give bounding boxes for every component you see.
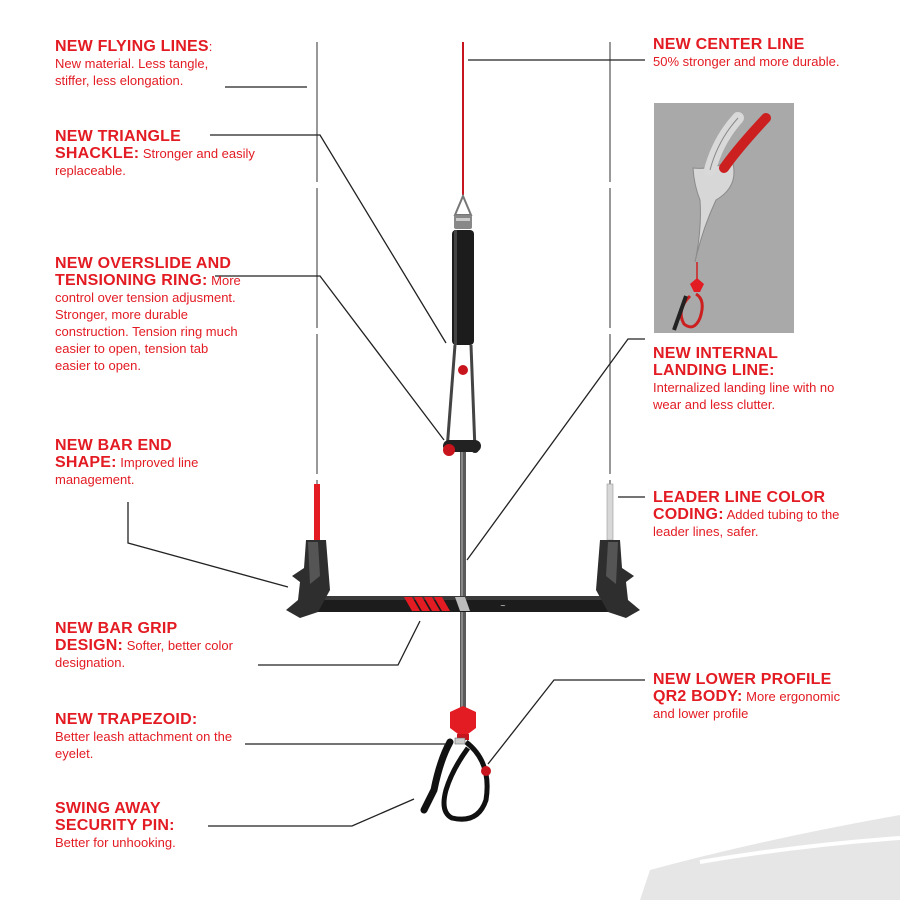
- callout-trapezoid: NEW TRAPEZOID: Better leash attachment o…: [55, 711, 245, 762]
- callout-qr2-body: NEW LOWER PROFILE QR2 BODY: More ergonom…: [653, 671, 863, 722]
- callout-triangle-shackle: NEW TRIANGLE SHACKLE: Stronger and easil…: [55, 128, 255, 179]
- triangle-shackle: [453, 193, 473, 229]
- leader-line-title: LEADER LINE COLOR CODING:: [653, 489, 826, 523]
- callout-landing-line: NEW INTERNAL LANDING LINE: Internalized …: [653, 345, 853, 413]
- tensioning-ring: [443, 440, 481, 456]
- leader-line-desc: Added tubing to the leader lines, safer.: [653, 507, 840, 539]
- overslide-desc: More control over tension adjusment. Str…: [55, 273, 241, 373]
- trapezoid-desc: Better leash attachment on the eyelet.: [55, 729, 233, 761]
- qr2-body-title: NEW LOWER PROFILE QR2 BODY:: [653, 671, 832, 705]
- security-pin-desc: Better for unhooking.: [55, 835, 176, 850]
- overslide-title: NEW OVERSLIDE AND TENSIONING RING:: [55, 255, 232, 289]
- flying-lines-title-suffix: :: [208, 39, 213, 54]
- landing-line-detail-inset: [654, 103, 794, 333]
- callout-security-pin: SWING AWAY SECURITY PIN: Better for unho…: [55, 800, 215, 851]
- bar-grip-desc: Softer, better color designation.: [55, 638, 233, 670]
- flying-lines-desc: New material. Less tangle, stiffer, less…: [55, 56, 209, 88]
- svg-text:~: ~: [500, 602, 506, 610]
- callout-center-line: NEW CENTER LINE 50% stronger and more du…: [653, 36, 853, 70]
- callout-bar-end: NEW BAR END SHAPE: Improved line managem…: [55, 437, 235, 488]
- bar-end-title: NEW BAR END SHAPE:: [55, 437, 172, 471]
- triangle-shackle-title: NEW TRIANGLE SHACKLE:: [55, 128, 181, 162]
- right-leader-tube: [606, 483, 614, 541]
- landing-line-desc: Internalized landing line with no wear a…: [653, 380, 835, 412]
- bar-end-desc: Improved line management.: [55, 455, 199, 487]
- qr2-body: [450, 706, 476, 740]
- center-line-desc: 50% stronger and more durable.: [653, 54, 840, 69]
- trapezoid-title: NEW TRAPEZOID:: [55, 711, 198, 728]
- landing-line-title: NEW INTERNAL LANDING LINE:: [653, 345, 778, 379]
- center-line-title: NEW CENTER LINE: [653, 36, 805, 53]
- control-bar: ~: [286, 540, 640, 618]
- overslide-red-ball: [458, 365, 468, 375]
- decorative-swoosh: [640, 815, 900, 900]
- qr2-body-desc: More ergonomic and lower profile: [653, 689, 841, 721]
- bar-grip-title: NEW BAR GRIP DESIGN:: [55, 620, 178, 654]
- callout-leader-line: LEADER LINE COLOR CODING: Added tubing t…: [653, 489, 853, 540]
- callout-overslide: NEW OVERSLIDE AND TENSIONING RING: More …: [55, 255, 245, 374]
- callout-flying-lines: NEW FLYING LINES: New material. Less tan…: [55, 38, 245, 89]
- security-pin-title: SWING AWAY SECURITY PIN:: [55, 800, 175, 834]
- security-pin-red-ball: [481, 766, 491, 776]
- callout-leader-lines: [127, 59, 645, 827]
- bar-grip-color-marks: [404, 597, 450, 611]
- triangle-shackle-desc: Stronger and easily replaceable.: [55, 146, 255, 178]
- trapezoid-loop: [420, 737, 490, 822]
- depower-handle: [452, 230, 474, 345]
- left-leader-tube: [314, 484, 320, 540]
- callout-bar-grip: NEW BAR GRIP DESIGN: Softer, better colo…: [55, 620, 235, 671]
- flying-lines-title: NEW FLYING LINES: [55, 38, 209, 55]
